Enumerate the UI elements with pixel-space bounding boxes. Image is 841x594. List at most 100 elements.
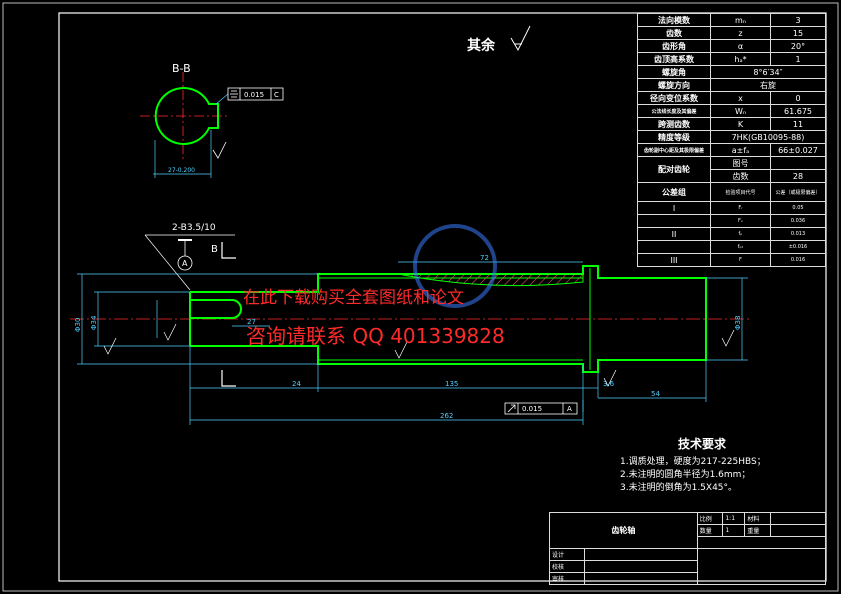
dim-gear-length: 135 [445, 380, 458, 388]
dim-end-length: 54 [651, 390, 660, 398]
chamfer-note: 2-B3.5/10 [172, 223, 216, 233]
param-row: 齿轮副中心距及其极限偏差 a±fₐ 66±0.027 [637, 143, 826, 157]
title-qty-label: 数量 [696, 524, 724, 537]
param-name: 齿轮副中心距及其极限偏差 [637, 143, 711, 157]
param-value: 66±0.027 [770, 143, 826, 157]
param-value: 0 [770, 91, 826, 105]
title-scale-value: 1:1 [722, 512, 746, 525]
param-symbol: α [710, 39, 771, 53]
param-value: 右旋 [710, 78, 826, 92]
param-name: 螺旋角 [637, 65, 711, 79]
datum-a-label: A [182, 259, 188, 268]
tolerance-row: III F 0.016 [637, 253, 826, 267]
param-symbol: a±fₐ [710, 143, 771, 157]
cut-plane-top [221, 242, 236, 259]
param-value: 61.675 [770, 104, 826, 118]
section-tol-datum: C [274, 91, 279, 99]
param-row: 跨测齿数 K 11 [637, 117, 826, 131]
tolerance-value: ±0.016 [770, 240, 826, 254]
param-value: 11 [770, 117, 826, 131]
tolerance-value: 0.05 [770, 201, 826, 215]
param-row: 齿形角 α 20° [637, 39, 826, 53]
tolerance-group [637, 214, 711, 228]
tolerance-value: 0.013 [770, 227, 826, 241]
param-row: 齿数 z 15 [637, 26, 826, 40]
tolerance-code: fₚ [710, 227, 771, 241]
dim-keyway-length: 24 [292, 380, 301, 388]
tolerance-group: III [637, 253, 711, 267]
param-symbol: 图号 [710, 156, 771, 170]
tolerance-row: fₚₜ ±0.016 [637, 240, 826, 254]
param-symbol: mₙ [710, 13, 771, 27]
title-part-name: 齿轮轴 [549, 512, 698, 549]
title-material-label: 材料 [744, 512, 771, 525]
dim-key-length: 27 [247, 318, 256, 326]
param-symbol: z [710, 26, 771, 40]
section-dim-text: 27-0.200 [168, 167, 195, 174]
param-symbol: x [710, 91, 771, 105]
param-name: 齿形角 [637, 39, 711, 53]
cut-plane-bottom [221, 370, 236, 387]
param-name: 法向模数 [637, 13, 711, 27]
param-symbol: Wₙ [710, 104, 771, 118]
tolerance-code: Fᵥ [710, 214, 771, 228]
param-value: 15 [770, 26, 826, 40]
tolerance-header-cell: 公差组 [637, 182, 711, 202]
title-scale-label: 比例 [696, 512, 724, 525]
runout-datum: A [567, 405, 572, 413]
watermark-logo [413, 224, 497, 308]
thread-hatch [397, 273, 584, 287]
datum-a-circle [177, 255, 193, 271]
param-symbol: hₐ* [710, 52, 771, 66]
title-row-check: 校核 [549, 560, 585, 573]
tolerance-row: Fᵥ 0.036 [637, 214, 826, 228]
chamfer-leader-2 [144, 234, 191, 291]
param-value: 3 [770, 13, 826, 27]
param-row: 精度等级 7HK(GB10095-88) [637, 130, 826, 144]
technical-requirements: 技术要求 1.调质处理，硬度为217-225HBS； 2.未注明的圆角半径为1.… [620, 435, 766, 495]
param-row: 径向变位系数 x 0 [637, 91, 826, 105]
param-row: 法向模数 mₙ 3 [637, 13, 826, 27]
requirement-item-1: 1.调质处理，硬度为217-225HBS； [620, 457, 766, 467]
symmetry-icon [230, 90, 238, 98]
tolerance-value: 0.036 [770, 214, 826, 228]
tolerance-header-cell: 检验项目代号 [710, 182, 771, 202]
tolerance-header: 公差组检验项目代号公差（或极限偏差） [637, 182, 826, 202]
param-row: 公法线长度及其偏差 Wₙ 61.675 [637, 104, 826, 118]
param-symbol: K [710, 117, 771, 131]
dim-end-diameter: Φ38 [734, 316, 742, 330]
title-row-review: 审核 [549, 572, 585, 585]
param-value: 28 [770, 169, 826, 183]
param-name: 径向变位系数 [637, 91, 711, 105]
param-row: 螺旋角 8°6′34″ [637, 65, 826, 79]
param-row: 齿顶高系数 hₐ* 1 [637, 52, 826, 66]
title-weight-label: 重量 [744, 524, 771, 537]
tolerance-value: 0.016 [770, 253, 826, 267]
tolerance-row: II fₚ 0.013 [637, 227, 826, 241]
title-block: 齿轮轴 比例 1:1 材料 数量 1 重量 设计 校核 审核 [549, 512, 827, 585]
dimension-lines [77, 261, 748, 425]
tolerance-code: F [710, 253, 771, 267]
param-name: 螺旋方向 [637, 78, 711, 92]
title-material-value [770, 512, 826, 525]
tolerance-group: II [637, 227, 711, 241]
requirement-item-3: 3.未注明的倒角为1.5X45°。 [620, 483, 738, 493]
param-name: 跨测齿数 [637, 117, 711, 131]
section-label: B-B [172, 62, 191, 75]
param-name: 精度等级 [637, 130, 711, 144]
tolerance-group: I [637, 201, 711, 215]
param-name: 齿数 [637, 26, 711, 40]
param-row: 配对齿轮 图号 [637, 156, 826, 183]
runout-value: 0.015 [522, 405, 542, 413]
runout-icon [507, 404, 516, 413]
section-tol-frame [227, 87, 284, 101]
param-value: 20° [770, 39, 826, 53]
title-weight-value [770, 524, 826, 537]
tolerance-code: Fᵣ [710, 201, 771, 215]
runout-frame [504, 402, 578, 415]
dim-thread-length: 72 [480, 254, 489, 262]
section-tol-value: 0.015 [244, 91, 264, 99]
